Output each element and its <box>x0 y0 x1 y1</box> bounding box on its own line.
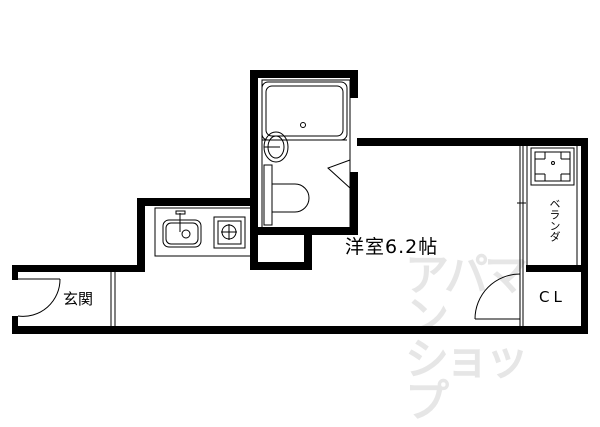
washbasin-icon <box>263 131 289 163</box>
entrance-label: 玄関 <box>63 290 94 308</box>
floor-plan <box>12 70 588 334</box>
toilet-icon <box>263 164 310 226</box>
balcony-label: ベランダ <box>548 198 561 242</box>
washing-machine-icon <box>530 147 575 186</box>
bathtub-icon <box>261 81 348 141</box>
walls <box>12 70 588 334</box>
closet-door-icon <box>474 273 521 320</box>
watermark-logo: アパマン ショップ <box>405 254 555 424</box>
main-room-label: 洋室6.2帖 <box>345 236 439 258</box>
entrance-door-icon <box>17 278 61 317</box>
stove-icon <box>213 216 246 249</box>
closet-label: CL <box>539 288 566 306</box>
bathroom-door-icon <box>327 159 351 189</box>
sink-icon <box>162 210 202 248</box>
